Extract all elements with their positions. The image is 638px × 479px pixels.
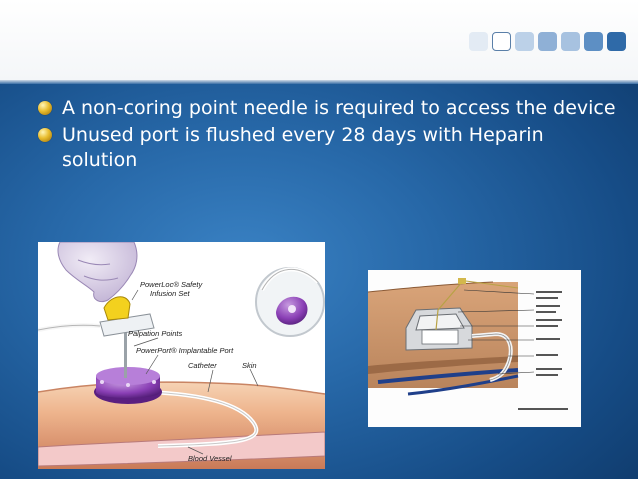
label-catheter: Catheter bbox=[188, 361, 217, 370]
vein-lower bbox=[377, 368, 519, 384]
label-skin: Skin bbox=[242, 361, 257, 370]
label-palpation: Palpation Points bbox=[128, 329, 182, 338]
infusion-set-base bbox=[99, 313, 155, 337]
port-illustration-svg: PowerLoc® Safety Infusion Set Palpation … bbox=[38, 242, 325, 469]
header-divider bbox=[0, 80, 638, 84]
gloved-hand bbox=[57, 242, 138, 303]
port-cross-section bbox=[368, 270, 581, 427]
label-port: PowerPort® Implantable Port bbox=[136, 346, 234, 355]
bullet-item: Unused port is flushed every 28 days wit… bbox=[38, 123, 624, 173]
port-top bbox=[96, 367, 160, 385]
decor-squares bbox=[469, 32, 626, 51]
label-vessel: Blood Vessel bbox=[188, 454, 232, 463]
decor-square bbox=[561, 32, 580, 51]
skin-line bbox=[38, 381, 325, 395]
infusion-set-clip bbox=[103, 296, 131, 321]
blood-vessel bbox=[38, 431, 325, 467]
label-infusion-set: Infusion Set bbox=[150, 289, 191, 298]
decor-square bbox=[584, 32, 603, 51]
port-cross-section-svg bbox=[368, 278, 568, 410]
bullet-text: A non-coring point needle is required to… bbox=[62, 97, 616, 119]
gold-bullet-icon bbox=[38, 128, 52, 142]
gold-bullet-icon bbox=[38, 101, 52, 115]
needle bbox=[124, 320, 127, 378]
decor-square bbox=[538, 32, 557, 51]
bullet-text: Unused port is flushed every 28 days wit… bbox=[62, 124, 544, 171]
decor-square bbox=[492, 32, 511, 51]
label-safety-set: PowerLoc® Safety bbox=[140, 280, 203, 289]
decor-square bbox=[469, 32, 488, 51]
bullet-list: A non-coring point needle is required to… bbox=[38, 96, 624, 175]
vein-branch bbox=[407, 374, 519, 396]
huber-needle bbox=[435, 281, 463, 331]
illegible-labels bbox=[518, 291, 568, 410]
port-illustration: PowerLoc® Safety Infusion Set Palpation … bbox=[38, 242, 325, 469]
decor-square bbox=[515, 32, 534, 51]
bullet-item: A non-coring point needle is required to… bbox=[38, 96, 624, 121]
header-bar bbox=[0, 0, 638, 82]
muscle-layer bbox=[368, 356, 518, 374]
port-septum bbox=[415, 313, 465, 331]
port-reservoir bbox=[421, 329, 459, 345]
decor-square bbox=[607, 32, 626, 51]
